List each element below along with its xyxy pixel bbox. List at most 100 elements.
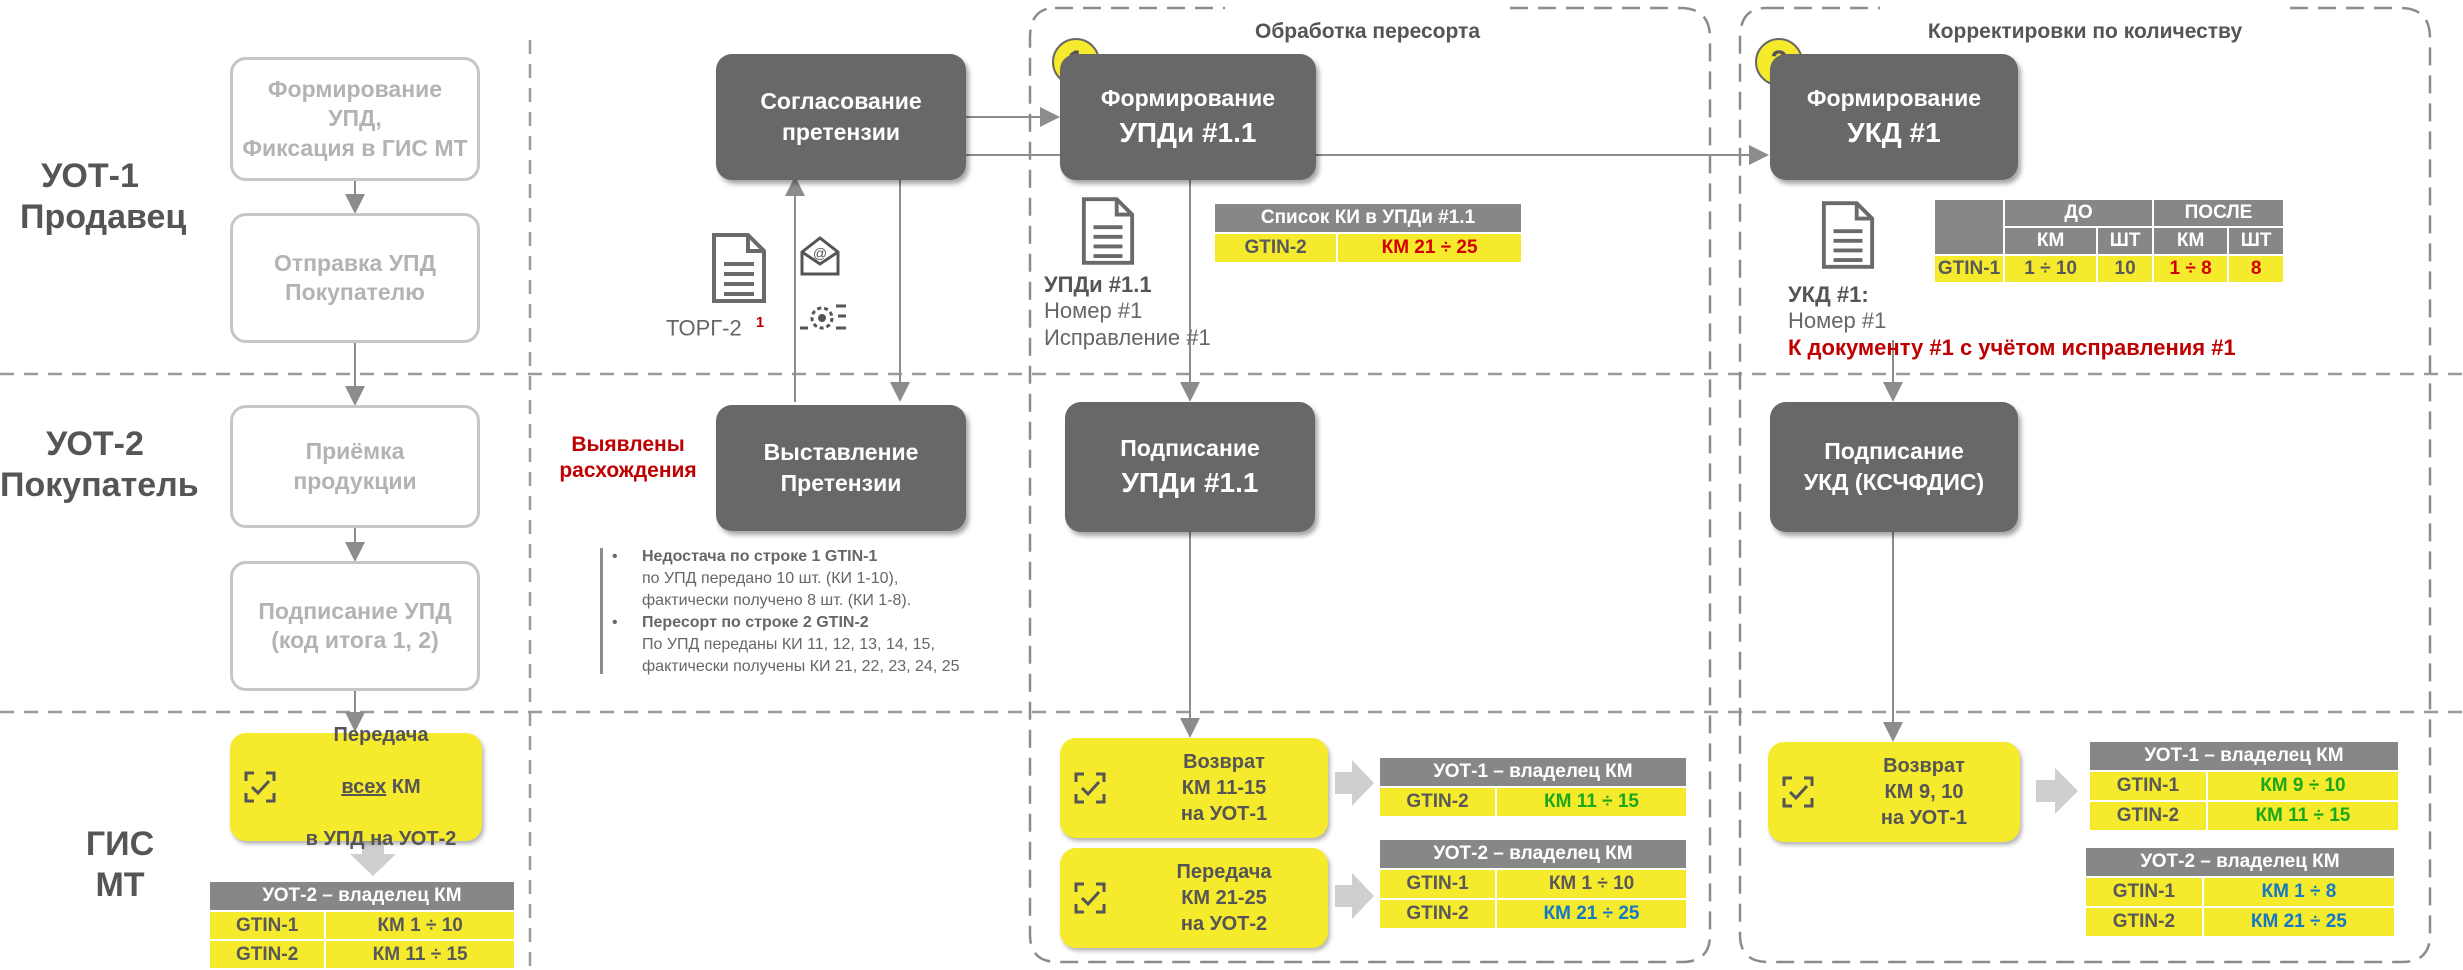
- spacer: [1933, 198, 2005, 256]
- send-upd-box[interactable]: Отправка УПД Покупателю: [230, 213, 480, 343]
- cell: КМ 21 ÷ 25: [1336, 232, 1523, 264]
- note-2-head: Пересорт по строке 2 GTIN-2: [642, 614, 869, 632]
- cell: GTIN-2: [1377, 786, 1498, 818]
- owner-header: УОТ-1 – владелец КМ: [2088, 740, 2400, 772]
- transfer-line2: всех: [341, 776, 387, 798]
- transfer-km-box[interactable]: Передача КМ 21-25 на УОТ-2: [1060, 848, 1328, 948]
- document-icon: [710, 232, 768, 309]
- note-1-line: фактически получено 8 шт. (КИ 1-8).: [642, 592, 912, 610]
- sign-upd-box[interactable]: Подписание УПД (код итога 1, 2): [230, 561, 480, 691]
- notes-list: • Недостача по строке 1 GTIN-1 по УПД пе…: [612, 546, 960, 678]
- lane-gis-title: ГИС: [85, 825, 155, 863]
- cell: КМ 21 ÷ 25: [2201, 906, 2397, 938]
- cell: GTIN-2: [207, 939, 327, 970]
- scan-check-icon: [1060, 880, 1120, 916]
- lane-buyer-subtitle: Покупатель: [0, 465, 199, 504]
- note-2-line: фактически получены КИ 21, 22, 23, 24, 2…: [642, 658, 960, 676]
- torg-superscript: 1: [755, 314, 765, 331]
- torg-label: ТОРГ-2 1: [666, 314, 764, 341]
- transfer-line2b: КМ: [386, 776, 421, 798]
- region-resort-title: Обработка пересорта: [1254, 20, 1480, 43]
- bullet-icon: •: [612, 614, 618, 632]
- before-km-cell: 1 ÷ 10: [2002, 254, 2099, 284]
- approve-claim-box[interactable]: Согласование претензии: [716, 54, 966, 180]
- ukd-doc-num: Номер #1: [1788, 308, 1887, 334]
- return-km-box-qty[interactable]: Возврат КМ 9, 10 на УОТ-1: [1768, 742, 2020, 842]
- transfer-line3: в УПД на УОТ-2: [305, 828, 457, 850]
- issue-claim-box[interactable]: Выставление Претензии: [716, 405, 966, 531]
- cell: КМ 11 ÷ 15: [324, 939, 516, 970]
- cell: КМ 11 ÷ 15: [1495, 786, 1688, 818]
- notes-bar: [600, 548, 611, 674]
- cell: GTIN-2: [1377, 898, 1498, 930]
- torg-text: ТОРГ-2: [666, 315, 742, 341]
- return-km-text: Возврат КМ 11-15 на УОТ-1: [1180, 751, 1268, 825]
- accept-box[interactable]: Приёмка продукции: [230, 405, 480, 528]
- cell: КМ 1 ÷ 10: [324, 910, 516, 941]
- sign-ukd-box[interactable]: Подписание УКД (КСЧФДИС): [1770, 402, 2018, 532]
- form-ukd-box[interactable]: Формирование УКД #1: [1770, 54, 2018, 180]
- form-updi-box[interactable]: Формирование УПДи #1.1: [1060, 54, 1316, 180]
- discrepancy-label: Выявлены расхождения: [559, 433, 697, 483]
- cell: КМ 11 ÷ 15: [2205, 800, 2401, 832]
- transfer-km-text: Передача КМ 21-25 на УОТ-2: [1176, 861, 1272, 935]
- region-frame-qty: [1738, 6, 2432, 964]
- lane-seller-title: УОТ-1: [41, 157, 139, 195]
- before-after-table: ДО ПОСЛЕ КМ ШТ КМ ШТ GTIN-1 1 ÷ 10 10 1 …: [1933, 198, 2286, 284]
- ukd-doc-title: УКД #1:: [1788, 282, 1869, 307]
- document-icon: [1820, 200, 1876, 275]
- cell: GTIN-2: [2088, 800, 2208, 832]
- block-arrows: [350, 760, 2078, 919]
- sht-header: ШТ: [2227, 226, 2285, 256]
- scan-check-icon: [1768, 774, 1828, 810]
- lane-seller: УОТ-1 Продавец: [20, 156, 187, 238]
- form-upd-box[interactable]: Формирование УПД, Фиксация в ГИС МТ: [230, 57, 480, 181]
- region-frame-resort: [1028, 6, 1712, 964]
- owner-table-left-header: УОТ-2 – владелец КМ: [208, 880, 516, 912]
- gtin-cell: GTIN-1: [1933, 254, 2005, 284]
- form-updi-line2: УПДи #1.1: [1119, 116, 1257, 148]
- transfer-line1: Передача: [333, 724, 429, 746]
- bullet-icon: •: [612, 548, 618, 565]
- lane-buyer: УОТ-2 Покупатель: [0, 424, 199, 506]
- form-ukd-line1: Формирование: [1806, 84, 1982, 111]
- before-sht-cell: 10: [2096, 254, 2154, 284]
- lane-buyer-title: УОТ-2: [46, 425, 144, 463]
- svg-text:@: @: [813, 245, 827, 261]
- updi-doc-num: Номер #1: [1044, 298, 1143, 324]
- cell: КМ 9 ÷ 10: [2205, 770, 2401, 802]
- cell: GTIN-2: [2084, 906, 2204, 938]
- km-header: КМ: [2002, 226, 2099, 256]
- return-km-qty-text: Возврат КМ 9, 10 на УОТ-1: [1880, 755, 1968, 829]
- cell: GTIN-1: [207, 910, 327, 941]
- sign-updi-line1: Подписание: [1120, 434, 1260, 461]
- updi-doc-title: УПДи #1.1: [1044, 272, 1152, 297]
- sign-updi-box[interactable]: Подписание УПДи #1.1: [1065, 402, 1315, 532]
- lane-seller-subtitle: Продавец: [20, 197, 187, 236]
- after-header: ПОСЛЕ: [2151, 198, 2286, 228]
- cell: КМ 21 ÷ 25: [1495, 898, 1688, 930]
- updi-doc-info: УПДи #1.1 Номер #1 Исправление #1: [1044, 272, 1211, 351]
- lane-gis-subtitle: МТ: [95, 865, 145, 904]
- ukd-doc-info: УКД #1: Номер #1 К документу #1 с учётом…: [1788, 282, 2236, 361]
- lane-gis: ГИС МТ: [60, 824, 180, 906]
- transfer-all-km-box[interactable]: Передача всех КМ в УПД на УОТ-2: [230, 724, 482, 850]
- cell: GTIN-1: [2084, 876, 2204, 908]
- region-qty-title: Корректировки по количеству: [1927, 20, 2243, 43]
- return-km-box[interactable]: Возврат КМ 11-15 на УОТ-1: [1060, 738, 1328, 838]
- cell: GTIN-2: [1212, 232, 1339, 264]
- owner-header: УОТ-2 – владелец КМ: [1378, 838, 1688, 870]
- scan-check-icon: [1060, 770, 1120, 806]
- sign-updi-line2: УПДи #1.1: [1121, 466, 1259, 498]
- form-ukd-line2: УКД #1: [1847, 116, 1941, 148]
- after-sht-cell: 8: [2227, 254, 2285, 284]
- document-icon: [1080, 196, 1136, 271]
- sht-header: ШТ: [2096, 226, 2154, 256]
- km-header: КМ: [2151, 226, 2230, 256]
- ki-table-header: Список КИ в УПДи #1.1: [1213, 202, 1523, 234]
